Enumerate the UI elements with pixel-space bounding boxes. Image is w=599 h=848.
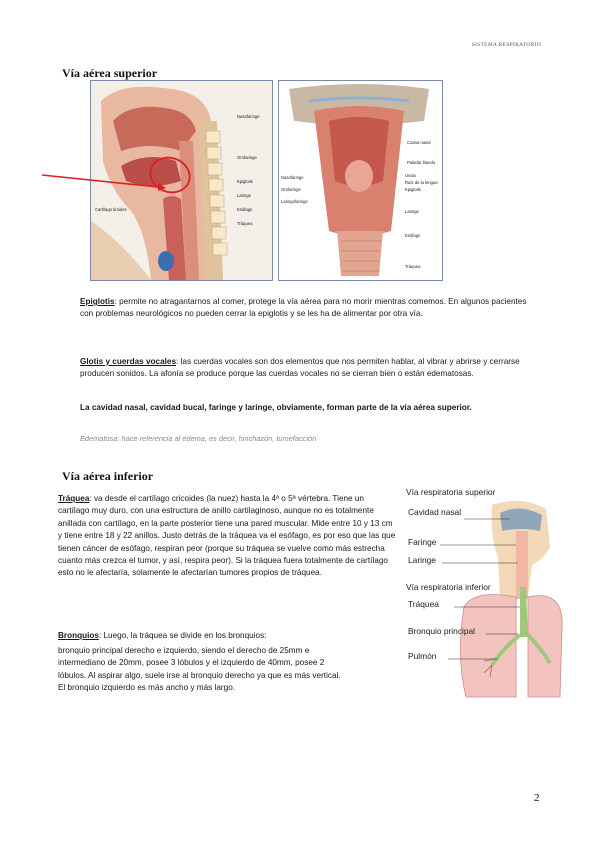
posterior-pharynx-illustration xyxy=(279,81,442,280)
page-number: 2 xyxy=(534,792,540,804)
text-bronchi: : Luego, la tráquea se divide en los bro… xyxy=(98,631,267,640)
term-glottis: Glotis y cuerdas vocales xyxy=(80,357,177,366)
label-nasopharynx-right: Nasofaringe xyxy=(281,175,304,180)
label-choana: Coana nasal xyxy=(407,140,431,145)
label-larynx-right: Laringe xyxy=(405,209,419,214)
paragraph-bronchi: Bronquios: Luego, la tráquea se divide e… xyxy=(58,630,396,642)
paragraph-bronchi-detail: bronquio principal derecho e izquierdo, … xyxy=(58,646,341,693)
label-oropharynx-right: Orofaringe xyxy=(281,187,301,192)
term-trachea: Tráquea xyxy=(58,494,90,503)
label-main-bronchus: Bronquio principal xyxy=(408,626,476,636)
label-uvula: Úvula xyxy=(405,173,416,178)
label-epiglottis: Epiglotis xyxy=(237,179,253,184)
term-bronchi: Bronquios xyxy=(58,631,99,640)
section-title-upper-airway: Vía aérea superior xyxy=(62,66,158,80)
respiratory-tract-illustration xyxy=(440,500,563,698)
label-trachea-fig: Tráquea xyxy=(408,599,439,609)
label-tongue-root: Raíz de la lengua xyxy=(405,180,438,185)
label-larynx-fig: Laringe xyxy=(408,555,436,565)
figure-posterior-pharynx: Coana nasal Paladar blando Úvula Raíz de… xyxy=(278,80,443,281)
text-glottis: : las cuerdas vocales son dos elementos … xyxy=(80,357,520,379)
paragraph-upper-airway-summary: La cavidad nasal, cavidad bucal, faringe… xyxy=(80,403,472,412)
label-oropharynx: Orofaringe xyxy=(237,155,257,160)
heading-upper-respiratory: Vía respiratoria superior xyxy=(406,487,496,497)
label-soft-palate: Paladar blando xyxy=(407,160,436,165)
label-esophagus-right: Esófago xyxy=(405,233,421,238)
label-larynx: Laringe xyxy=(237,193,251,198)
label-nasopharynx: Nasofaringe xyxy=(237,114,260,119)
sagittal-section-illustration xyxy=(91,81,272,280)
running-header: SISTEMA RESPIRATORIO xyxy=(471,42,541,48)
paragraph-epiglottis: Epiglotis: permite no atragantarnos al c… xyxy=(80,296,540,321)
paragraph-glottis: Glotis y cuerdas vocales: las cuerdas vo… xyxy=(80,356,540,381)
figure-respiratory-tract: Vía respiratoria superior Cavidad nasal … xyxy=(404,487,564,699)
label-trachea-right: Tráquea xyxy=(405,264,421,269)
label-lung: Pulmón xyxy=(408,651,437,661)
annotation-arrow xyxy=(41,156,191,194)
label-nasal-cavity: Cavidad nasal xyxy=(408,507,462,517)
section-title-lower-airway: Vía aérea inferior xyxy=(62,469,154,483)
heading-lower-respiratory: Vía respiratoria inferior xyxy=(406,582,491,592)
paragraph-trachea: Tráquea: va desde el cartílago cricoides… xyxy=(58,493,396,580)
label-epiglottis-right: Epiglotis xyxy=(405,187,421,192)
figure-sagittal-section: Nasofaringe Orofaringe Epiglotis Laringe… xyxy=(90,80,273,281)
footnote-edematosa: Edematosa: hace referencia al edema, es … xyxy=(80,434,317,443)
label-thyroid-cartilage: Cartílago tiroides xyxy=(95,207,127,212)
label-pharynx: Faringe xyxy=(408,537,437,547)
text-trachea: : va desde el cartílago cricoides (la nu… xyxy=(58,494,396,578)
label-laryngopharynx: Laringofaringe xyxy=(281,199,308,204)
label-esophagus: Esófago xyxy=(237,207,253,212)
term-epiglottis: Epiglotis xyxy=(80,297,115,306)
label-trachea: Tráquea xyxy=(237,221,253,226)
text-epiglottis: : permite no atragantarnos al comer, pro… xyxy=(80,297,527,319)
